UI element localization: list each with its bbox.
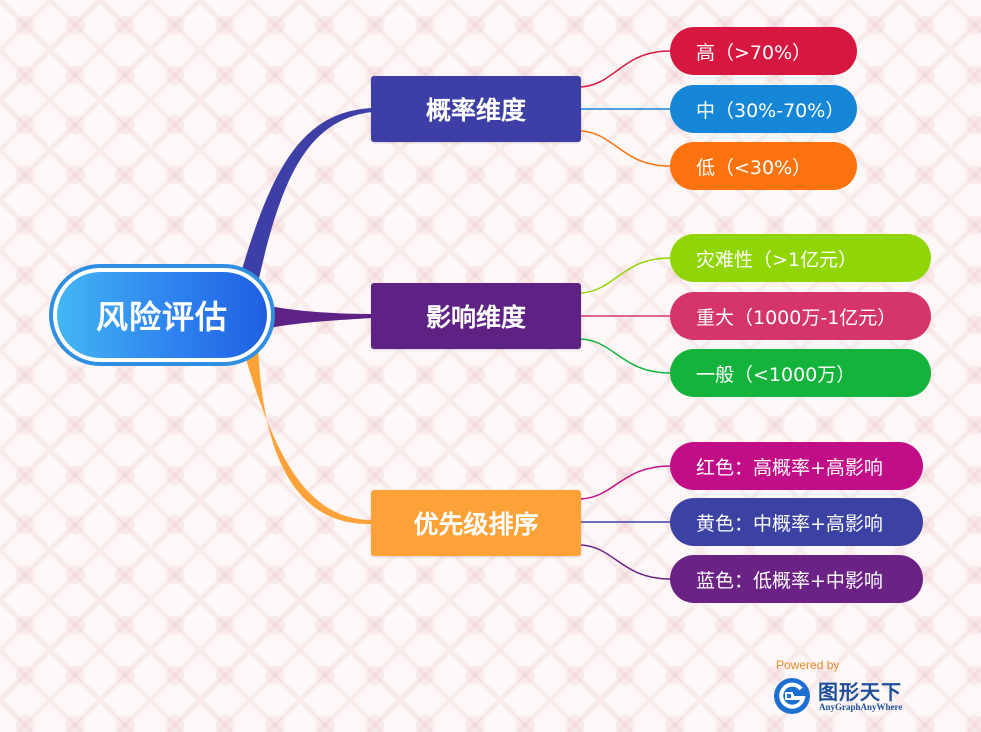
- leaf-impact-major[interactable]: 重大（1000万-1亿元）: [670, 292, 931, 340]
- branch-priority[interactable]: 优先级排序: [371, 490, 581, 556]
- connector-priority-red: [580, 465, 671, 500]
- root-node-label: 风险评估: [57, 272, 267, 358]
- branch-impact[interactable]: 影响维度: [371, 283, 581, 349]
- brand-name-en: AnyGraphAnyWhere: [819, 702, 903, 712]
- leaf-probability-low[interactable]: 低（<30%）: [670, 142, 857, 190]
- leaf-impact-catastrophic[interactable]: 灾难性（>1亿元）: [670, 234, 931, 282]
- powered-by-label: Powered by: [776, 658, 840, 672]
- brand-watermark: Powered by 图形天下 AnyGraphAnyWhere: [772, 656, 922, 718]
- leaf-priority-red[interactable]: 红色：高概率+高影响: [670, 442, 923, 490]
- branch-probability[interactable]: 概率维度: [371, 76, 581, 142]
- leaf-probability-mid[interactable]: 中（30%-70%）: [670, 85, 857, 133]
- root-node[interactable]: 风险评估: [49, 264, 275, 366]
- brand-name-cn: 图形天下: [818, 680, 902, 704]
- connector-impact-catastrophic: [580, 257, 671, 294]
- anygraph-logo-icon: [774, 678, 810, 714]
- leaf-priority-yellow[interactable]: 黄色：中概率+高影响: [670, 498, 923, 546]
- connector-impact-general: [580, 338, 671, 374]
- connector-priority-blue: [580, 544, 671, 580]
- connector-root-probability: [236, 108, 372, 292]
- leaf-priority-blue[interactable]: 蓝色：低概率+中影响: [670, 555, 923, 603]
- connector-root-priority: [242, 344, 372, 525]
- leaf-probability-high[interactable]: 高（>70%）: [670, 27, 857, 75]
- connector-probability-low: [580, 130, 671, 167]
- leaf-impact-general[interactable]: 一般（<1000万）: [670, 349, 931, 397]
- connector-probability-high: [580, 50, 671, 88]
- connector-root-impact: [270, 306, 372, 328]
